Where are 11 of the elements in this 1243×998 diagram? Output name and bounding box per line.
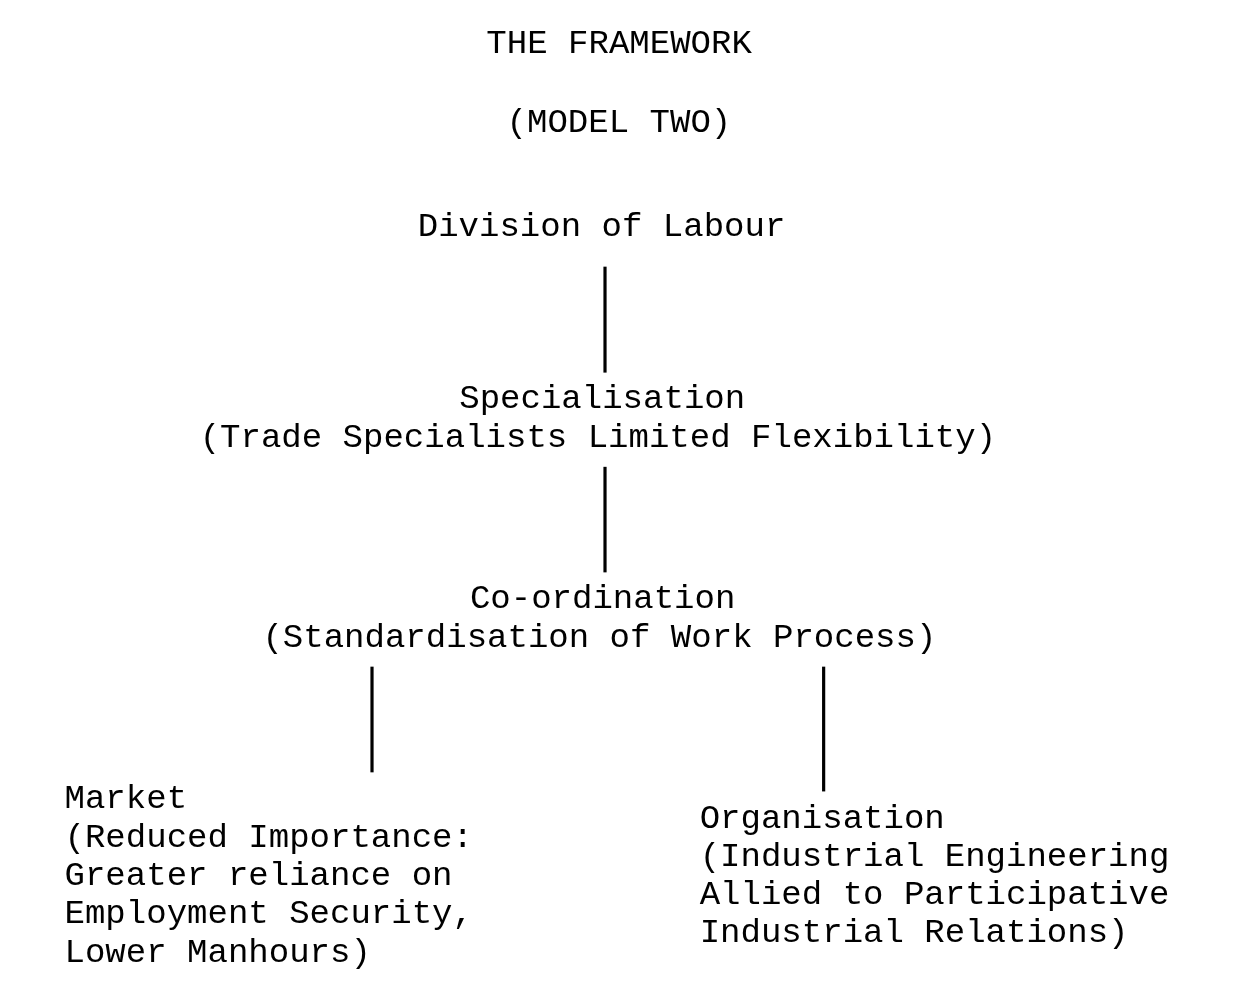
- diagram-title: THE FRAMEWORK: [486, 24, 752, 63]
- node-text: Specialisation (Trade Specialists Limited Flexibility): [199, 380, 997, 457]
- connector: [370, 666, 374, 773]
- connector: [603, 266, 607, 373]
- node-text: Market (Reduced Importance: Greater reliance on Employment Security, Lower Manhours): [64, 780, 473, 972]
- caption: (MODEL TWO): [506, 103, 732, 142]
- connector: [822, 666, 826, 792]
- node-text: Organisation (Industrial Engineering Allied to Participative Industrial Relations): [699, 799, 1170, 953]
- node-text: Co-ordination (Standardisation of Work Process): [262, 580, 937, 657]
- connector: [603, 466, 607, 573]
- node-text: Division of Labour: [417, 208, 786, 246]
